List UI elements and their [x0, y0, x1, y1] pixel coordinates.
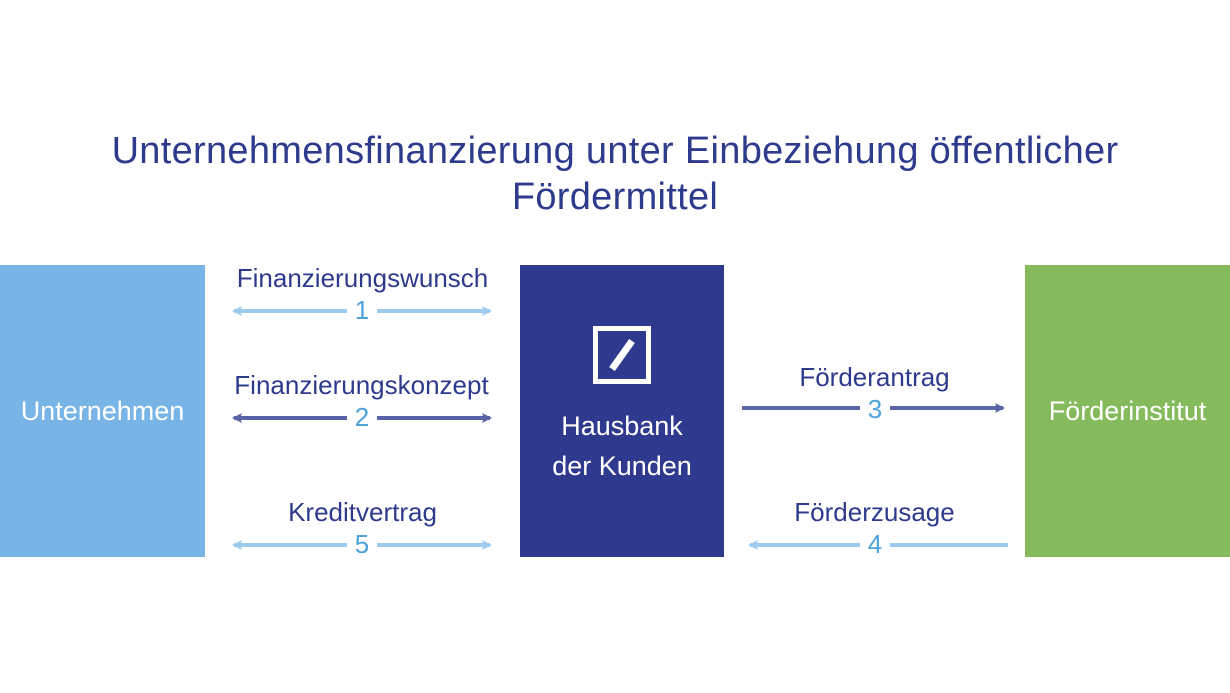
title-line-2: Fördermittel	[511, 176, 719, 218]
unternehmen-label: Unternehmen	[20, 395, 185, 426]
flow-label-2: Finanzierungskonzept	[234, 370, 489, 400]
diagram-title: Unternehmensfinanzierung unter Einbezieh…	[0, 128, 1230, 220]
flow-number-1: 1	[347, 295, 377, 326]
foerderinstitut-box: Förderinstitut	[1025, 265, 1230, 557]
deutsche-bank-slash-icon	[593, 326, 651, 384]
hausbank-line-1: Hausbank	[561, 411, 683, 441]
flow-number-2: 2	[347, 402, 377, 433]
flow-label-4: Förderzusage	[794, 497, 955, 527]
flow-number-3: 3	[860, 394, 890, 425]
flow-label-3: Förderantrag	[799, 362, 950, 392]
unternehmen-box: Unternehmen	[0, 265, 205, 557]
flow-number-4: 4	[860, 529, 890, 560]
flow-label-5: Kreditvertrag	[288, 497, 437, 527]
foerderinstitut-label: Förderinstitut	[1048, 395, 1207, 426]
hausbank-line-2: der Kunden	[552, 451, 692, 481]
flow-label-1: Finanzierungswunsch	[236, 263, 489, 293]
hausbank-box: Hausbank der Kunden	[520, 265, 724, 557]
flow-number-5: 5	[347, 529, 377, 560]
title-line-1: Unternehmensfinanzierung unter Einbezieh…	[111, 130, 1119, 172]
